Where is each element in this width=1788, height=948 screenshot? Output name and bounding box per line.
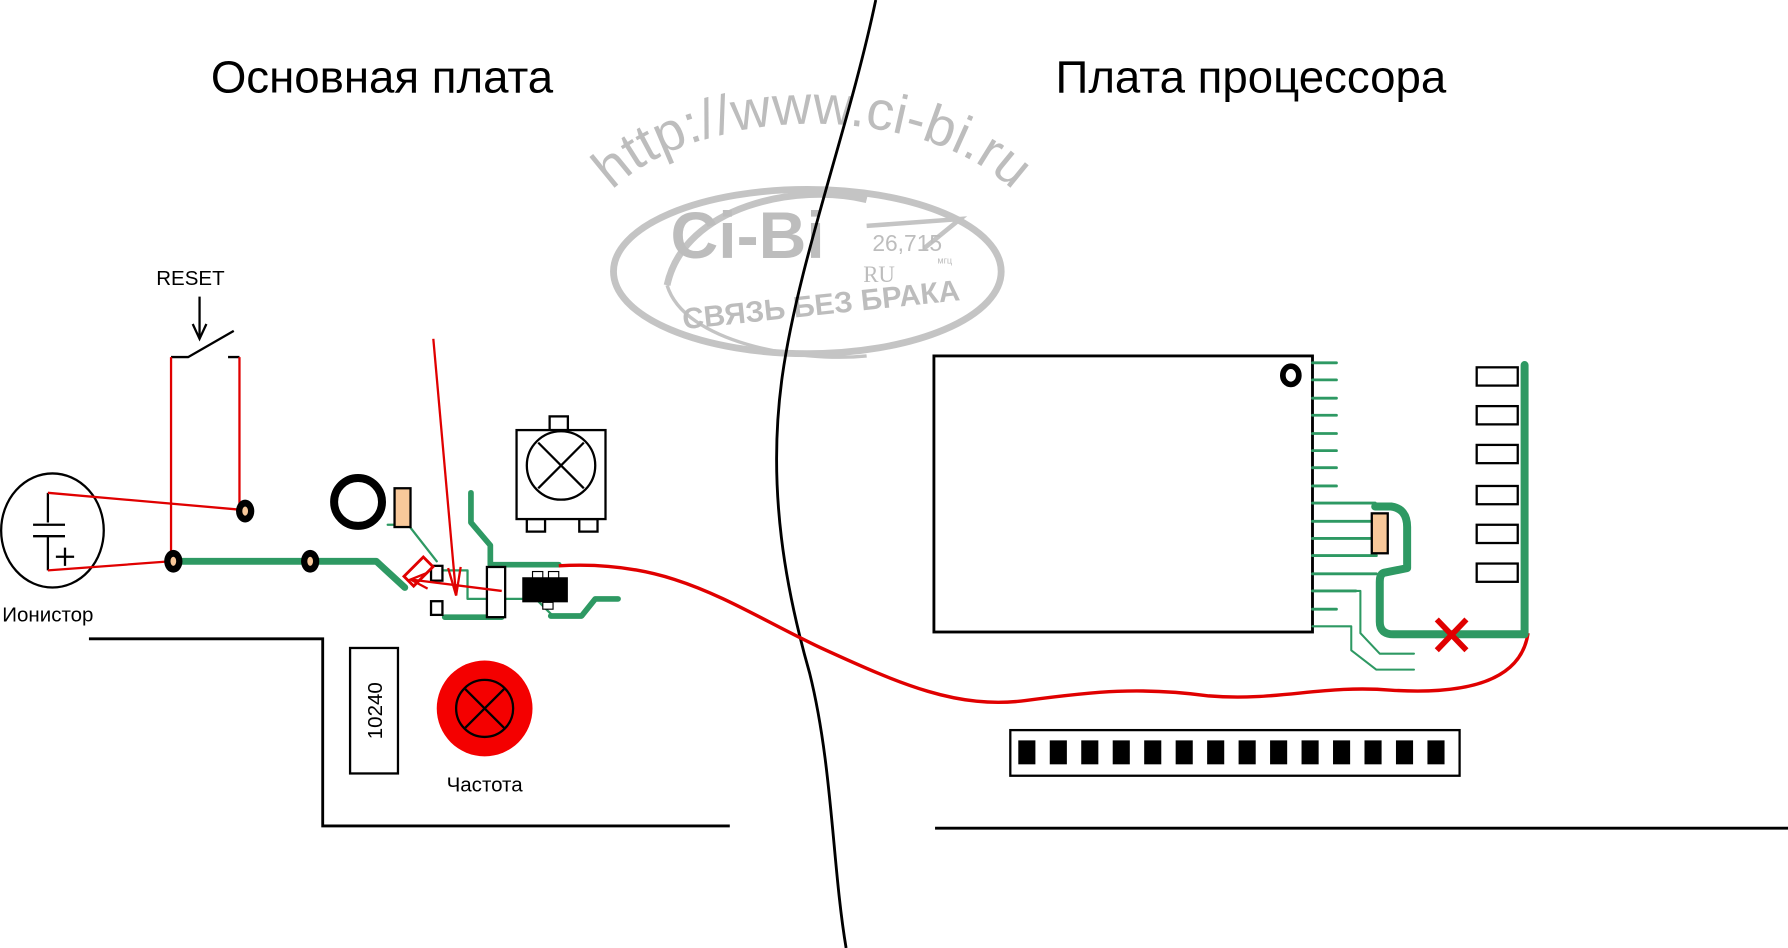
pad-row — [1475, 366, 1519, 583]
title-main-board: Основная плата — [211, 51, 554, 102]
watermark-logo: Ci-Bi — [671, 199, 825, 273]
connector-pin — [1049, 740, 1067, 765]
connector-pin — [1427, 740, 1445, 765]
connector-pin — [1395, 740, 1414, 765]
reset-arrow-icon — [191, 296, 208, 342]
connector-pin — [1081, 740, 1099, 765]
smd-component — [1370, 512, 1389, 555]
reset-label: RESET — [156, 267, 225, 290]
ionistor — [0, 472, 105, 589]
watermark: http://www.ci-bi.ru Ci-Bi 26,715 мгц RU … — [580, 73, 1045, 359]
connector-pin — [1364, 740, 1382, 765]
board-divider — [775, 0, 878, 948]
processor-chip — [932, 354, 1314, 634]
pad — [164, 549, 183, 573]
watermark-url: http://www.ci-bi.ru — [580, 73, 1045, 199]
chip-marking: 10240 — [364, 682, 387, 739]
watermark-frequency: 26,715 — [872, 230, 942, 256]
connector-pin — [1018, 740, 1036, 765]
connector-pin — [1270, 740, 1288, 765]
watermark-ru: RU — [863, 262, 895, 287]
frequency-label: Частота — [447, 774, 524, 797]
connector-pin — [1238, 740, 1256, 765]
connector-pin — [1333, 740, 1351, 765]
ring-component — [330, 474, 386, 530]
connector-pin — [1112, 740, 1130, 765]
trimmer-potentiometer — [515, 415, 607, 533]
pad — [301, 549, 320, 573]
title-cpu-board: Плата процессора — [1056, 51, 1447, 102]
pointer-arrow — [407, 338, 502, 596]
ionistor-label: Ионистор — [2, 604, 93, 627]
processor-pins — [1311, 361, 1378, 611]
pin1-marker — [1279, 363, 1302, 388]
watermark-unit: мгц — [937, 256, 953, 266]
reset-switch — [171, 329, 240, 359]
watermark-slogan: СВЯЗЬ БЕЗ БРАКА — [681, 274, 962, 336]
connector-pin — [1207, 740, 1225, 765]
transistor — [522, 570, 568, 610]
connector-pin — [1144, 740, 1162, 765]
smd-component — [393, 487, 412, 529]
connector-pin — [1175, 740, 1193, 765]
connector-pin — [1301, 740, 1319, 765]
connector-strip — [1009, 728, 1461, 777]
jumper-wire — [558, 563, 1530, 705]
cut-mark-icon — [1434, 617, 1469, 653]
frequency-trimmer[interactable] — [436, 660, 533, 757]
chip-10240 — [348, 646, 400, 775]
pad — [236, 499, 255, 523]
main-board-outline — [88, 637, 730, 828]
